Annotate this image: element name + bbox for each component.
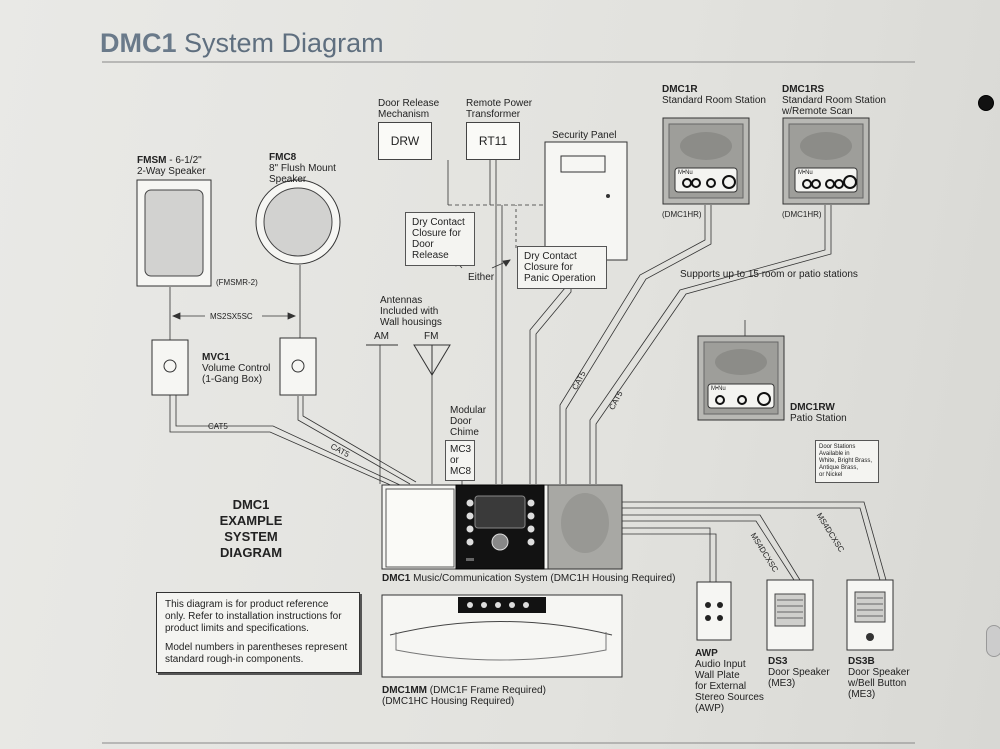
ms2-cable-label: MS2SX5SC <box>210 312 253 321</box>
fmsm-label: FMSM - 6-1/2" 2-Way Speaker <box>137 155 206 177</box>
dmc1mm-desc: (DMC1F Frame Required) (DMC1HC Housing R… <box>382 685 546 707</box>
page-title: DMC1 System Diagram <box>100 28 384 59</box>
antenna-symbols <box>366 344 451 376</box>
supports-label: Supports up to 15 room or patio stations <box>680 269 858 280</box>
fmsm-desc: - 6-1/2" 2-Way Speaker <box>137 155 206 177</box>
dmc1-desc: Music/Communication System (DMC1H Housin… <box>410 573 676 584</box>
station-brand-1: M•Nu <box>678 170 693 176</box>
fmsm-rough-in: (FMSMR-2) <box>216 278 258 287</box>
note-line-1: This diagram is for product reference on… <box>165 599 342 634</box>
dmc1r-station <box>662 117 750 205</box>
station-brand-3: M•Nu <box>711 386 726 392</box>
mvc1-right <box>279 337 317 396</box>
awp-desc: Audio Input Wall Plate for External Ster… <box>695 659 764 714</box>
awp-plate <box>696 581 732 641</box>
dmc1mm-unit <box>381 594 623 678</box>
awp-model: AWP <box>695 648 718 659</box>
drw-box: DRW <box>378 122 432 160</box>
fmc8-model: FMC8 <box>269 152 297 163</box>
note-line-2: Model numbers in parentheses represent s… <box>165 642 348 665</box>
either-label: Either <box>468 272 495 283</box>
dmc1rs-station <box>782 117 870 205</box>
dmc1-main-unit <box>381 484 623 570</box>
mvc1-left <box>151 339 189 396</box>
dmc1rw-model: DMC1RW <box>790 402 835 413</box>
security-panel-label: Security Panel <box>552 130 617 141</box>
mvc1-desc: Volume Control (1-Gang Box) <box>202 363 271 385</box>
dmc1r-desc: Standard Room Station <box>662 95 766 106</box>
dmc1r-label: DMC1R Standard Room Station <box>662 84 766 106</box>
dmc1rs-desc: Standard Room Station w/Remote Scan <box>782 95 886 117</box>
ds3-model: DS3 <box>768 656 788 667</box>
dmc1r-model: DMC1R <box>662 84 698 95</box>
dmc1r-rough-in: (DMC1HR) <box>662 210 702 219</box>
binder-hole-top <box>978 95 994 111</box>
am-label: AM <box>374 331 389 342</box>
chime-label: Modular Door Chime <box>450 405 487 438</box>
awp-label: AWP Audio Input Wall Plate for External … <box>695 648 764 714</box>
security-panel-box <box>544 141 628 261</box>
chime-models-box: MC3 or MC8 <box>445 440 475 481</box>
title-bold: DMC1 <box>100 28 177 58</box>
cable-arrow <box>171 312 297 320</box>
dmc1-label: DMC1 Music/Communication System (DMC1H H… <box>382 573 675 584</box>
fmc8-desc: 8" Flush Mount Speaker <box>269 163 336 185</box>
station-brand-2: M•Nu <box>798 170 813 176</box>
dmc1rw-label: DMC1RW Patio Station <box>790 402 847 424</box>
fmc8-speaker <box>255 179 341 265</box>
dmc1rs-model: DMC1RS <box>782 84 825 95</box>
ds3-speaker <box>766 579 814 651</box>
ds3b-label: DS3B Door Speaker w/Bell Button (ME3) <box>848 656 910 700</box>
ds3b-speaker <box>846 579 894 651</box>
dmc1rs-label: DMC1RS Standard Room Station w/Remote Sc… <box>782 84 886 117</box>
fmsm-speaker <box>136 179 212 287</box>
remote-power-label: Remote Power Transformer <box>466 98 533 120</box>
dmc1mm-label: DMC1MM (DMC1F Frame Required) (DMC1HC Ho… <box>382 685 546 707</box>
dmc1rs-rough-in: (DMC1HR) <box>782 210 822 219</box>
fmsm-model: FMSM <box>137 155 167 166</box>
dmc1mm-model: DMC1MM <box>382 685 427 696</box>
fmc8-label: FMC8 8" Flush Mount Speaker <box>269 152 336 185</box>
mvc1-label: MVC1 Volume Control (1-Gang Box) <box>202 352 270 385</box>
dry-contact-door-box: Dry Contact Closure for Door Release <box>405 212 475 266</box>
door-finish-note: Door Stations Available in White, Bright… <box>815 440 879 483</box>
dmc1rw-desc: Patio Station <box>790 413 847 424</box>
mvc1-model: MVC1 <box>202 352 230 363</box>
dmc1-model: DMC1 <box>382 573 411 584</box>
rt11-box: RT11 <box>466 122 520 160</box>
reference-note: This diagram is for product reference on… <box>156 592 360 673</box>
dmc1rw-station <box>697 335 785 421</box>
cable-lines <box>169 160 887 582</box>
title-rest: System Diagram <box>184 28 384 58</box>
example-caption: DMC1 EXAMPLE SYSTEM DIAGRAM <box>219 497 283 560</box>
ds3b-model: DS3B <box>848 656 875 667</box>
ds3b-desc: Door Speaker w/Bell Button (ME3) <box>848 667 910 700</box>
dry-contact-panic-box: Dry Contact Closure for Panic Operation <box>517 246 607 289</box>
fm-label: FM <box>424 331 439 342</box>
ds3-label: DS3 Door Speaker (ME3) <box>768 656 830 689</box>
ds3-desc: Door Speaker (ME3) <box>768 667 830 689</box>
cat5-label-a: CAT5 <box>208 422 228 431</box>
antennas-label: Antennas Included with Wall housings <box>380 295 442 328</box>
binder-hole-bottom <box>986 625 1000 657</box>
door-release-label: Door Release Mechanism <box>378 98 440 120</box>
